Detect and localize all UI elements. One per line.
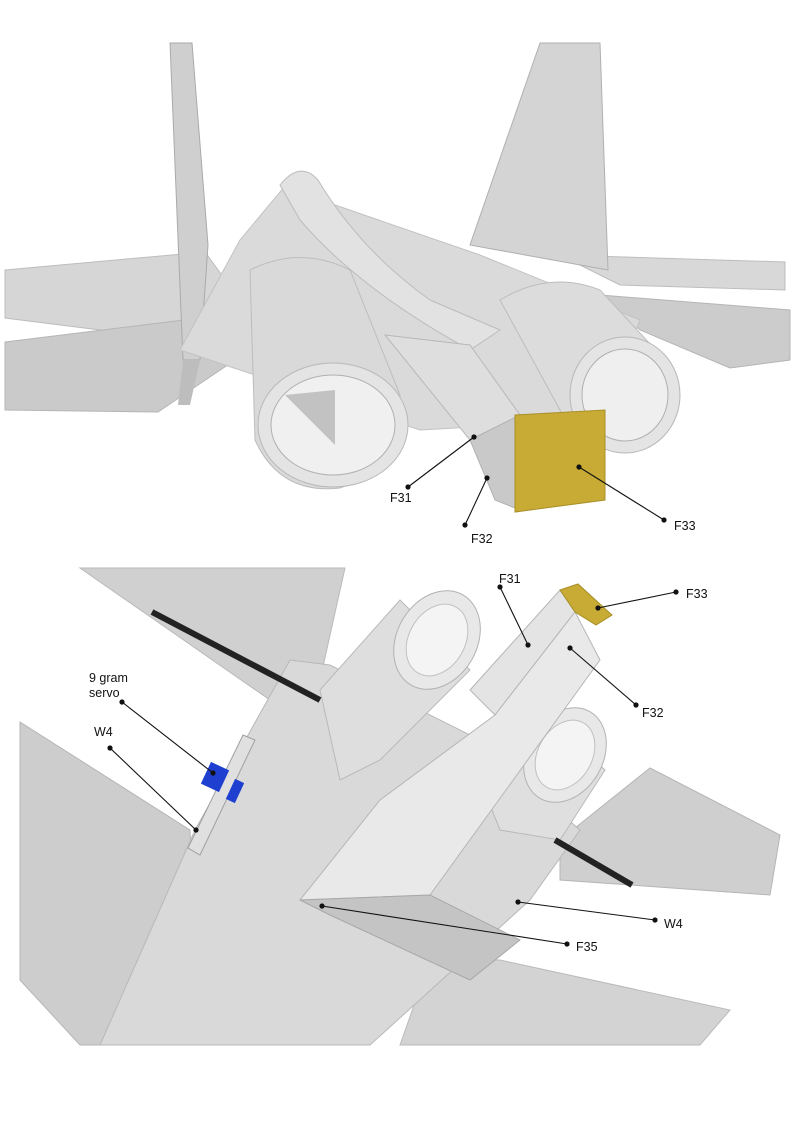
control-rod-left [150,609,322,703]
left-fin [169,42,209,361]
top-rear-view: F31 F32 F33 [0,0,800,560]
right-wing [559,767,781,896]
label-f33-bottom: F33 [686,587,708,601]
right-fin [469,42,609,271]
label-f35: F35 [576,940,598,954]
bottom-diagram: F31 F33 F32 9 gram servo W4 W4 F35 [19,567,781,1046]
label-w4-right: W4 [664,917,683,931]
spine [279,170,502,351]
label-f32-bottom: F32 [642,706,664,720]
label-servo-line2: servo [89,686,120,700]
label-servo-line1: 9 gram [89,671,128,685]
top-diagram: F31 F32 F33 [4,42,791,546]
left-stabilizer-lower [4,317,236,413]
label-f31: F31 [390,491,412,505]
right-stabilizer [559,254,786,291]
servo-arm [225,778,245,804]
part-f33 [514,409,606,513]
left-intake-inner [405,603,469,677]
label-f32: F32 [471,532,493,546]
left-fin-edge [178,360,200,405]
left-exhaust-vane [285,390,335,445]
bottom-underside-view: F31 F33 F32 9 gram servo W4 W4 F35 [0,560,800,1131]
control-rod-right [553,837,634,888]
servo-mount-w4 [187,734,256,856]
boom-f35 [299,894,521,981]
label-f31-bottom: F31 [499,572,521,586]
part-f33-bottom [559,583,613,626]
label-w4-left: W4 [94,725,113,739]
label-f33: F33 [674,519,696,533]
